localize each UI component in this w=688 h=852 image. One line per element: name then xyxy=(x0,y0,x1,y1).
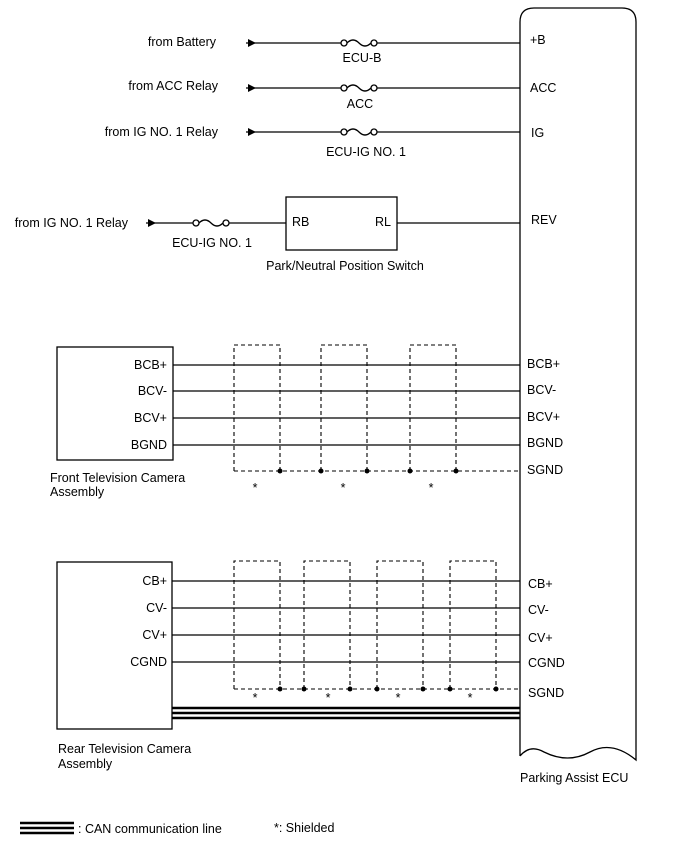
rear-camera-label-line1: Rear Television Camera xyxy=(58,742,191,756)
switch-label: Park/Neutral Position Switch xyxy=(266,259,424,273)
rev-source-label: from IG NO. 1 Relay xyxy=(15,216,129,230)
front-shield-mark-1: * xyxy=(253,481,258,495)
ecu-pin-cv-minus: CV- xyxy=(528,603,549,617)
front-shield-3 xyxy=(409,344,457,471)
ecu-pin-cgnd: CGND xyxy=(528,656,565,670)
rear-camera-assembly: Rear Television Camera Assembly CB+ CV- … xyxy=(56,560,565,771)
front-camera-label-line1: Front Television Camera xyxy=(50,471,185,485)
battery-fuse-icon xyxy=(340,39,378,47)
front-shield-mark-2: * xyxy=(341,481,346,495)
rear-shield-1 xyxy=(233,560,281,689)
ecu-label: Parking Assist ECU xyxy=(520,771,628,785)
battery-circuit: from Battery ECU-B +B xyxy=(148,33,546,65)
acc-fuse-icon xyxy=(340,84,378,92)
ig-fuse-icon xyxy=(340,128,378,136)
ig-source-label: from IG NO. 1 Relay xyxy=(105,125,219,139)
ecu-pin-bcv-plus: BCV+ xyxy=(527,410,560,424)
front-pin-bcv-plus: BCV+ xyxy=(134,411,167,425)
front-shield-mark-3: * xyxy=(429,481,434,495)
ecu-pin-bcv-minus: BCV- xyxy=(527,383,556,397)
rear-shield-2 xyxy=(303,560,351,689)
rear-shield-4 xyxy=(449,560,497,689)
switch-pin-rl: RL xyxy=(375,215,391,229)
rear-shield-mark-1: * xyxy=(253,691,258,705)
rev-fuse-label: ECU-IG NO. 1 xyxy=(172,236,252,250)
acc-source-label: from ACC Relay xyxy=(128,79,218,93)
ecu-body xyxy=(519,7,637,762)
pin-plus-b: +B xyxy=(530,33,546,47)
rear-camera-label-line2: Assembly xyxy=(58,757,113,771)
switch-pin-rb: RB xyxy=(292,215,309,229)
pin-acc: ACC xyxy=(530,81,556,95)
can-legend-label: : CAN communication line xyxy=(78,822,222,836)
ig-circuit: from IG NO. 1 Relay ECU-IG NO. 1 IG xyxy=(105,125,544,159)
ecu-pin-rear-sgnd: SGND xyxy=(528,686,564,700)
front-camera-label-line2: Assembly xyxy=(50,485,105,499)
rear-pin-cb-plus: CB+ xyxy=(142,574,167,588)
ecu-pin-bcb-plus: BCB+ xyxy=(527,357,560,371)
front-camera-box xyxy=(56,346,174,461)
rear-shield-mark-4: * xyxy=(468,691,473,705)
ecu-pin-front-sgnd: SGND xyxy=(527,463,563,477)
rear-shield-3 xyxy=(376,560,424,689)
rev-fuse-icon xyxy=(192,219,230,227)
acc-circuit: from ACC Relay ACC ACC xyxy=(128,79,556,111)
front-shield-2 xyxy=(320,344,368,471)
front-pin-bgnd: BGND xyxy=(131,438,167,452)
rear-pin-cv-plus: CV+ xyxy=(142,628,167,642)
rear-camera-box xyxy=(56,561,173,730)
ecu-pin-cb-plus: CB+ xyxy=(528,577,553,591)
acc-fuse-label: ACC xyxy=(347,97,373,111)
battery-source-label: from Battery xyxy=(148,35,217,49)
rear-shield-mark-3: * xyxy=(396,691,401,705)
rear-shield-mark-2: * xyxy=(326,691,331,705)
rear-pin-cgnd: CGND xyxy=(130,655,167,669)
front-pin-bcv-minus: BCV- xyxy=(138,384,167,398)
battery-fuse-label: ECU-B xyxy=(343,51,382,65)
can-line-legend-icon xyxy=(20,821,74,835)
front-camera-assembly: Front Television Camera Assembly BCB+ BC… xyxy=(50,344,563,499)
pin-ig: IG xyxy=(531,126,544,140)
shielded-legend-label: *: Shielded xyxy=(274,821,335,835)
legend: : CAN communication line *: Shielded xyxy=(20,821,335,836)
ecu-pin-bgnd: BGND xyxy=(527,436,563,450)
pin-rev: REV xyxy=(531,213,557,227)
front-pin-bcb-plus: BCB+ xyxy=(134,358,167,372)
rev-circuit: from IG NO. 1 Relay ECU-IG NO. 1 RB RL P… xyxy=(15,196,557,273)
ecu-pin-cv-plus: CV+ xyxy=(528,631,553,645)
front-shield-1 xyxy=(233,344,281,471)
rear-pin-cv-minus: CV- xyxy=(146,601,167,615)
ig-fuse-label: ECU-IG NO. 1 xyxy=(326,145,406,159)
can-line xyxy=(172,706,520,720)
